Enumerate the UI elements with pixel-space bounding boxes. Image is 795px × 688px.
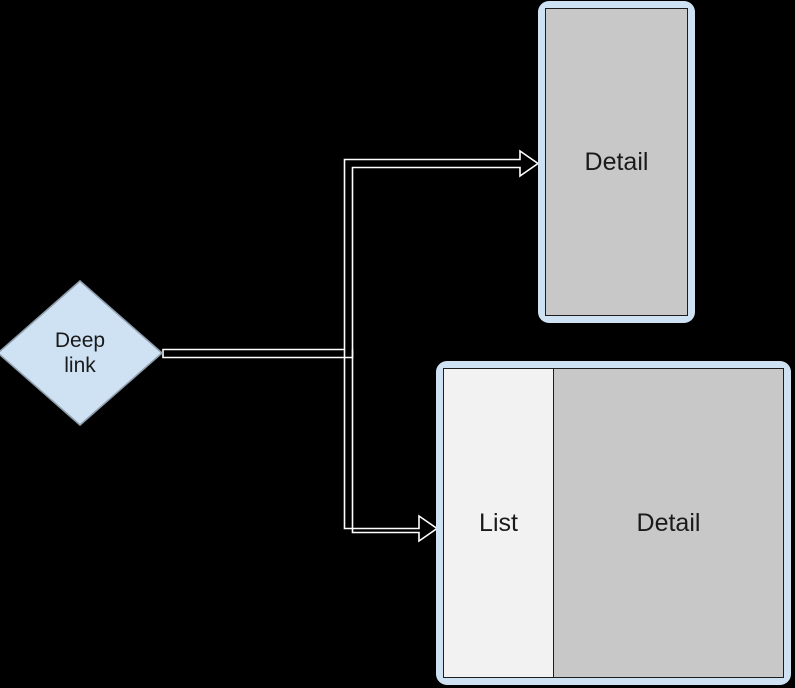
edge-deep-link-to-list-detail	[343, 349, 439, 543]
diamond-shape	[0, 279, 164, 427]
list-detail-device-list-label: List	[479, 508, 518, 537]
node-deep-link[interactable]: Deep link	[0, 279, 164, 427]
list-detail-device-detail-pane[interactable]: Detail	[554, 369, 783, 677]
detail-device-detail-pane[interactable]: Detail	[546, 9, 687, 315]
node-list-detail-device[interactable]: List Detail	[436, 361, 791, 685]
list-detail-device-detail-label: Detail	[636, 508, 701, 537]
list-detail-device-list-pane[interactable]: List	[444, 369, 554, 677]
edge-deep-link-to-detail	[162, 149, 540, 359]
detail-device-screen: Detail	[545, 8, 688, 316]
detail-device-detail-label: Detail	[584, 147, 649, 176]
node-detail-device[interactable]: Detail	[538, 1, 695, 323]
list-detail-device-screen: List Detail	[443, 368, 784, 678]
